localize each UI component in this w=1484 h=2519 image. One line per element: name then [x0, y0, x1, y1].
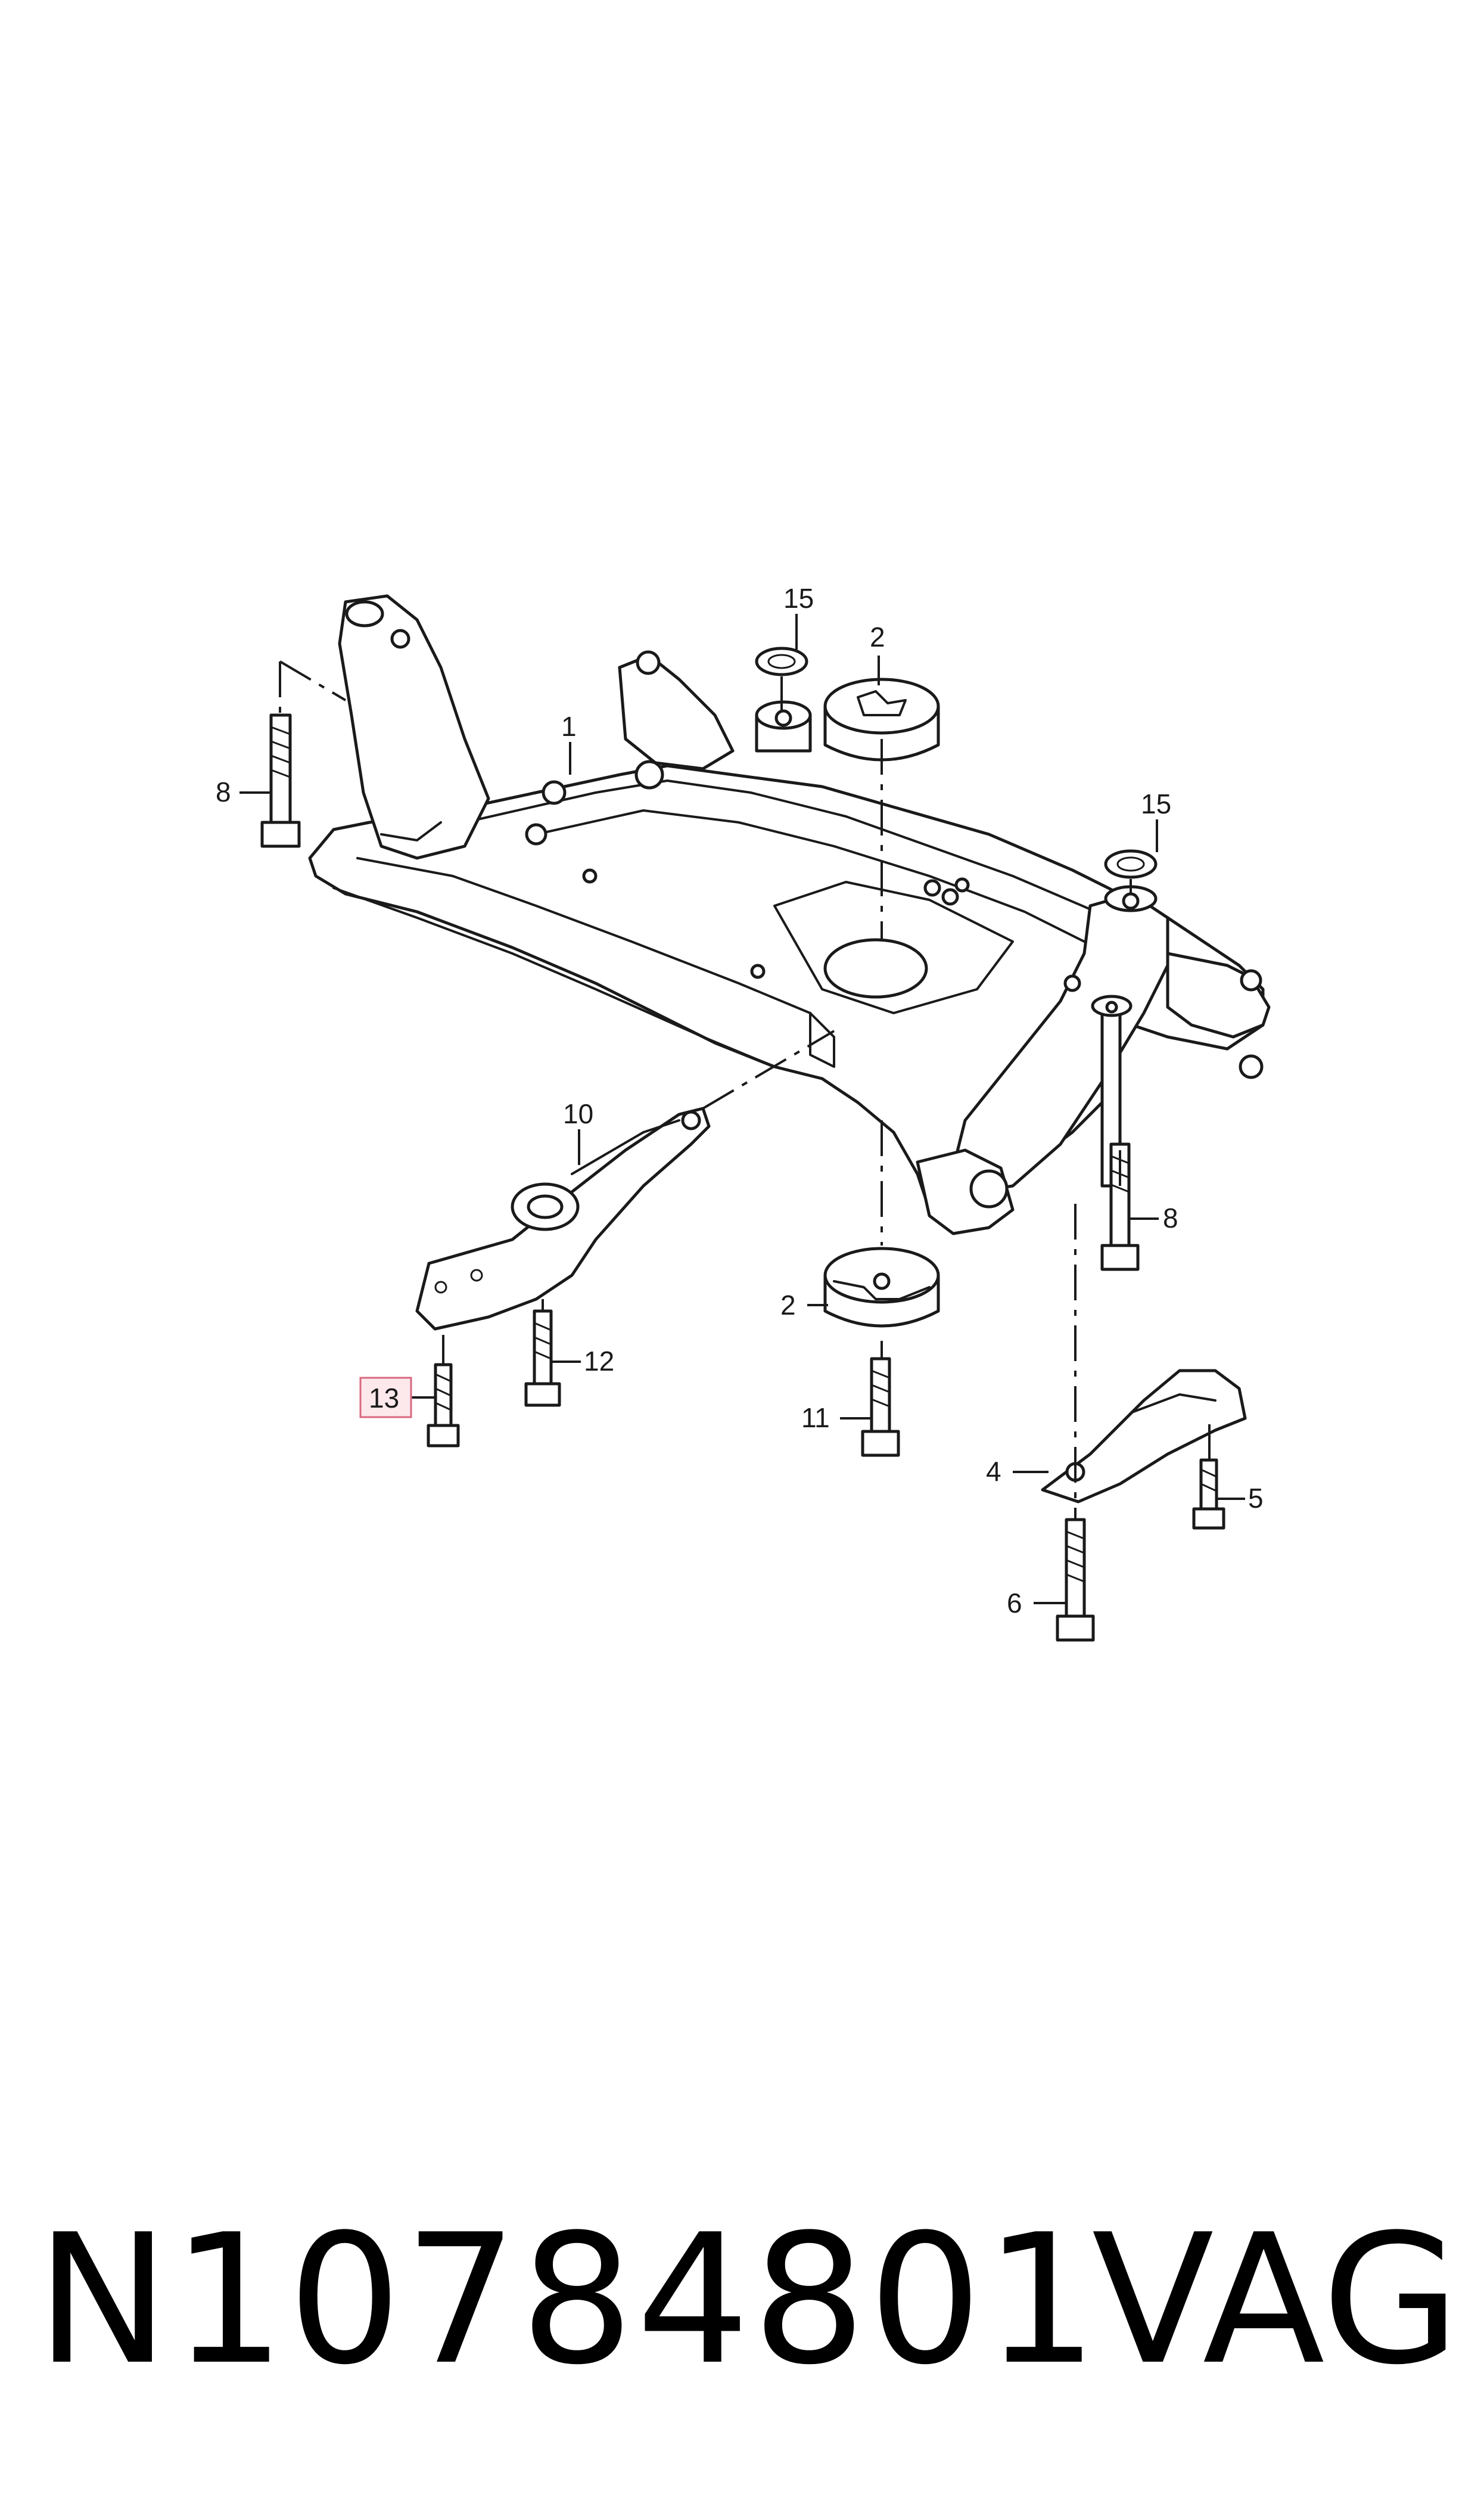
bolt-5	[1192, 1458, 1225, 1530]
callout-15-right: 15	[1141, 788, 1171, 819]
callout-4: 4	[986, 1456, 1001, 1487]
bushing-2-lower	[823, 1247, 940, 1328]
leader-lines	[239, 614, 1245, 1604]
callout-10: 10	[563, 1098, 593, 1129]
callout-8-right: 8	[1163, 1203, 1178, 1234]
callout-5: 5	[1248, 1483, 1264, 1514]
bolt-6	[1056, 1518, 1095, 1642]
bolt-13	[427, 1363, 460, 1448]
mount-bracket-4	[1041, 1369, 1247, 1504]
footer: N10784801 VAG	[0, 2193, 1484, 2408]
bolt-12	[524, 1309, 561, 1407]
washer-15-left	[755, 647, 808, 676]
part-number: N10784801	[36, 2196, 1101, 2404]
callout-8-left: 8	[216, 776, 231, 807]
callout-11: 11	[801, 1402, 830, 1433]
callout-15-left: 15	[783, 583, 814, 614]
bolt-8-right	[1100, 1142, 1140, 1271]
bolt-11	[861, 1357, 900, 1457]
subframe-crossmember	[308, 594, 1271, 1235]
callout-6: 6	[1007, 1588, 1022, 1619]
callout-2-lower: 2	[780, 1290, 796, 1321]
brand-name: VAG	[1091, 2196, 1460, 2404]
callout-1: 1	[561, 711, 577, 742]
callout-labels: 15 2 1 8 15 10 8 2 12 13 11 4 5 6	[216, 583, 1264, 1619]
callout-2-upper: 2	[870, 622, 885, 653]
washer-15-right	[1104, 849, 1158, 879]
bushing-2-upper	[823, 678, 940, 762]
assembly-axes	[279, 660, 1211, 1520]
callout-12: 12	[584, 1346, 614, 1377]
callout-13-highlight	[359, 1377, 412, 1418]
torque-rod-10	[415, 1107, 711, 1331]
callout-13: 13	[369, 1383, 399, 1414]
bolt-8-left	[260, 713, 301, 848]
